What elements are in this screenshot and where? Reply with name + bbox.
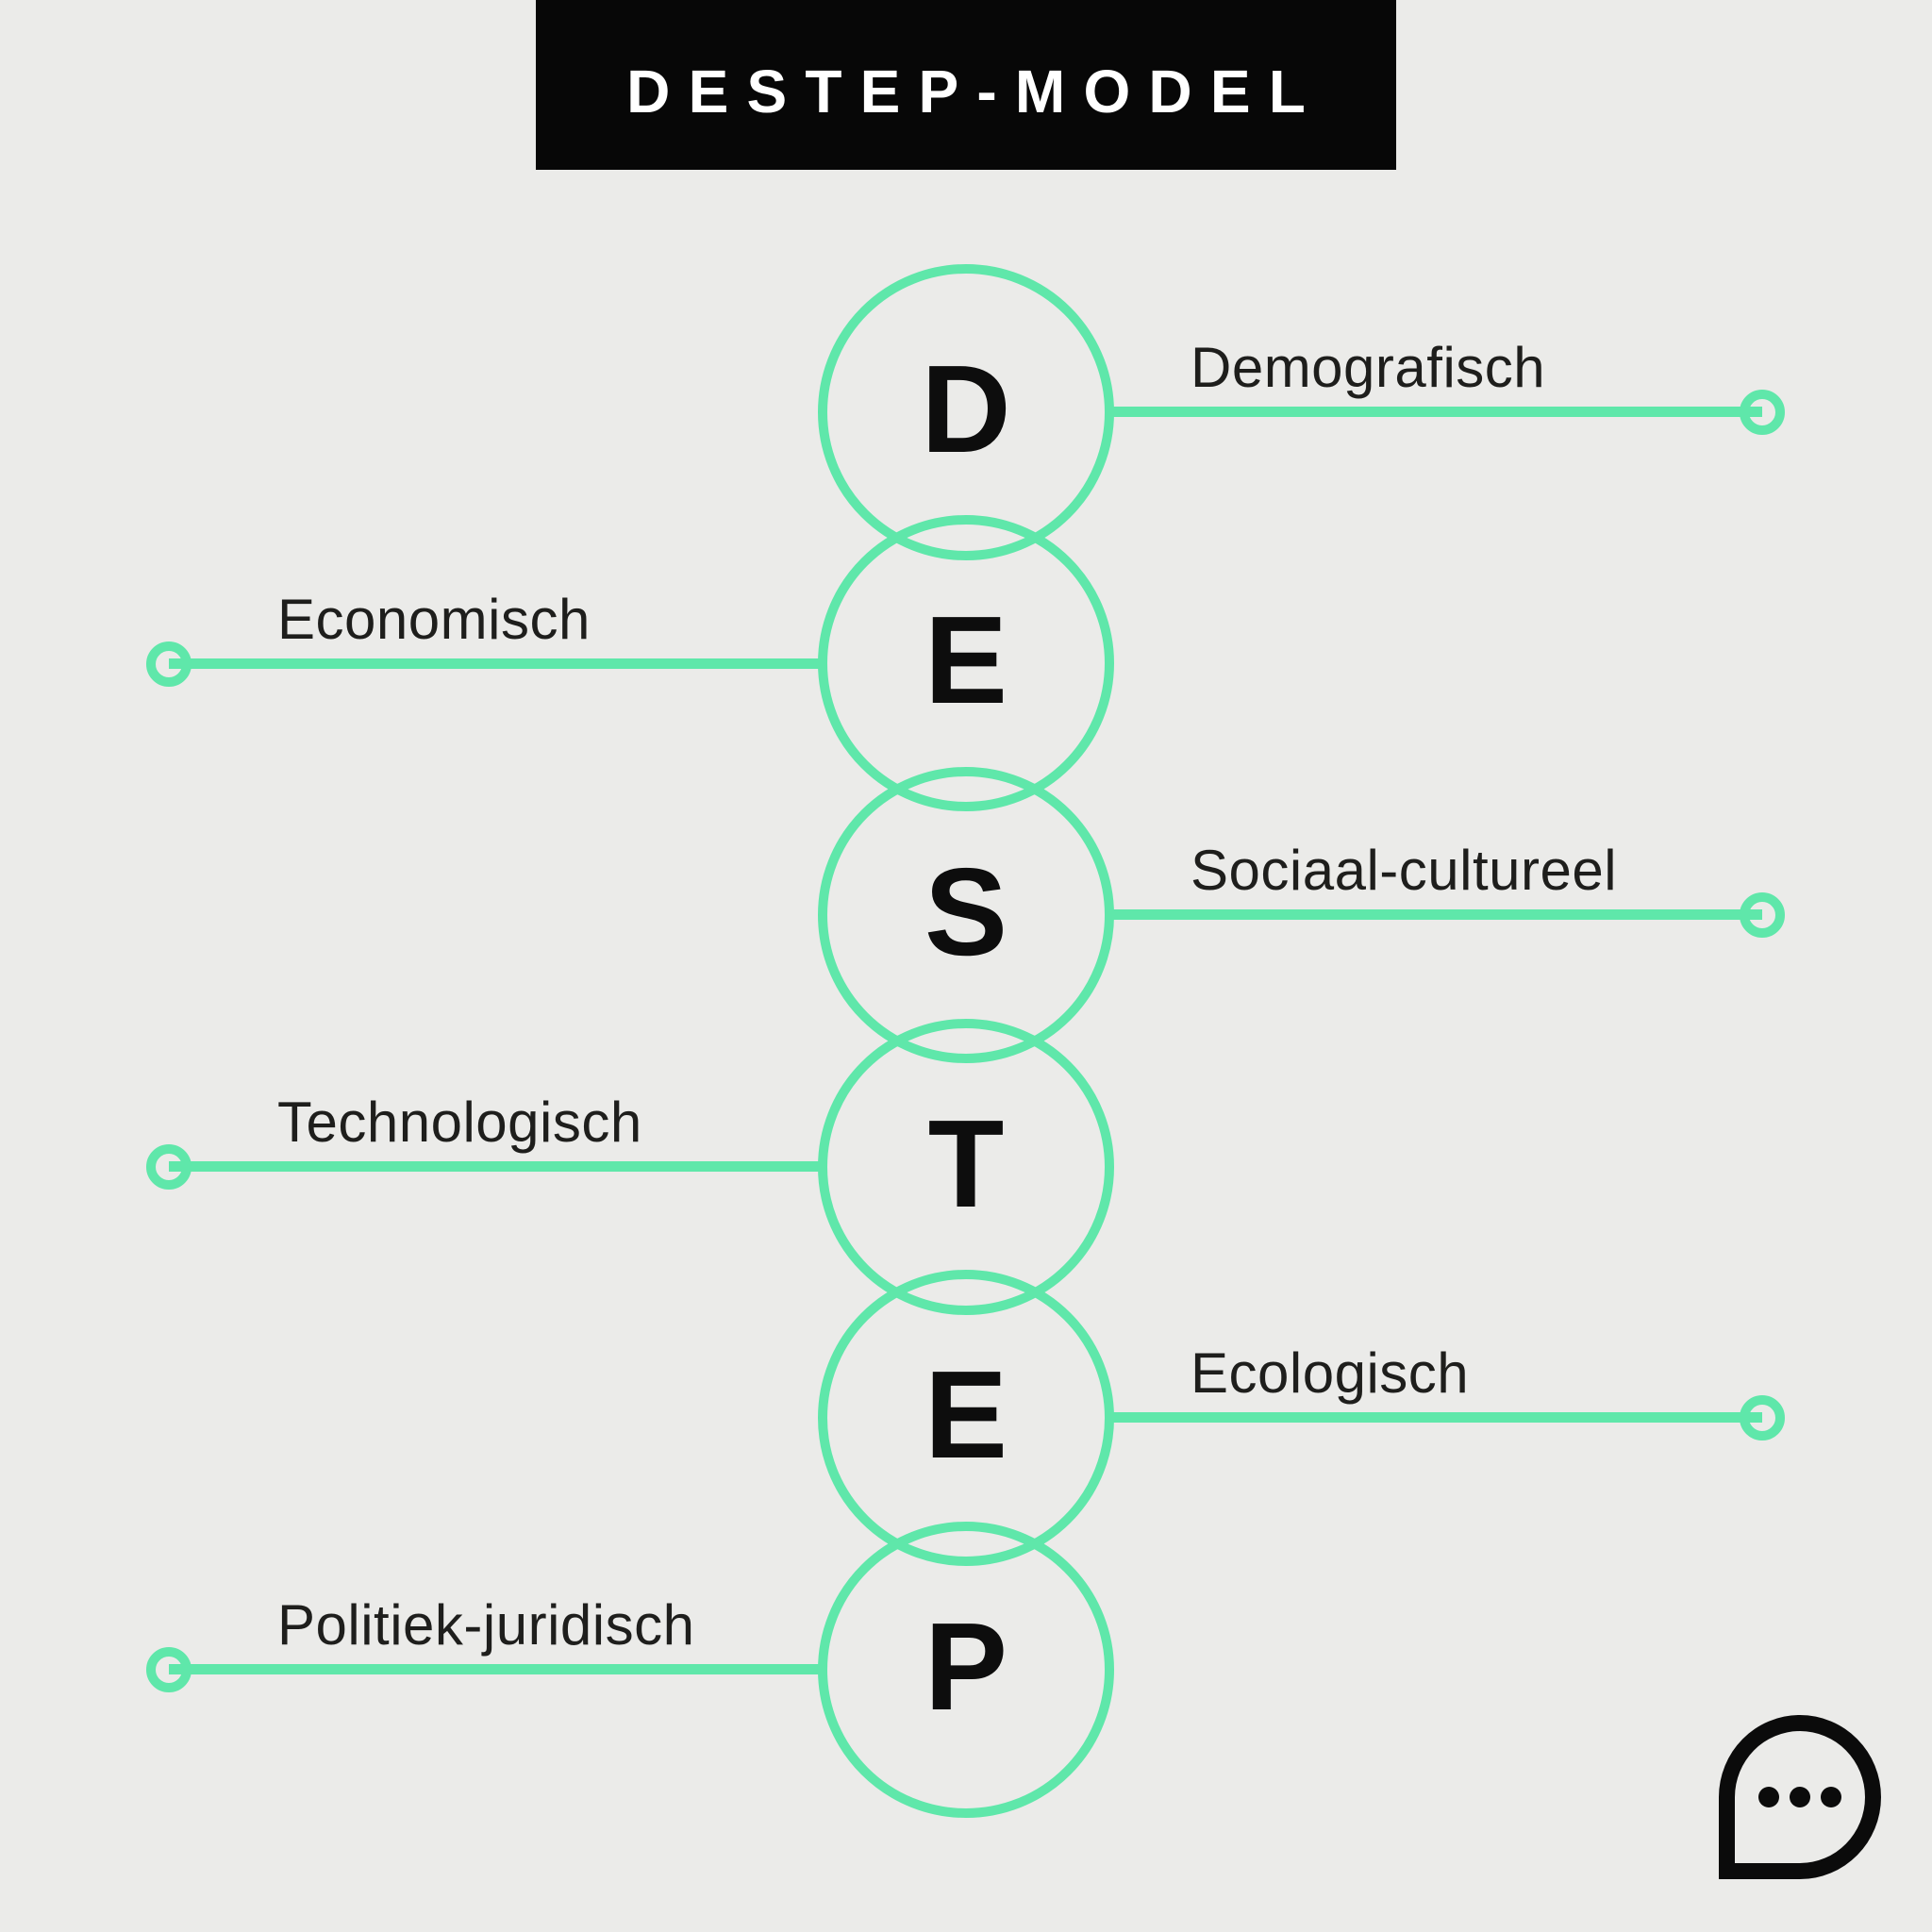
circle-letter: D	[921, 340, 1011, 478]
factor-label-sociaal-cultureel: Sociaal-cultureel	[1191, 839, 1618, 902]
speech-bubble-ellipsis-icon	[1719, 1715, 1881, 1879]
connector-endpoint-ring-icon	[1740, 390, 1785, 435]
circle-letter: E	[924, 1345, 1008, 1484]
connector-line	[1111, 1412, 1762, 1423]
circle-politiek-juridisch: P	[818, 1522, 1114, 1818]
circle-letter: S	[924, 842, 1008, 981]
factor-label-technologisch: Technologisch	[277, 1091, 642, 1154]
factor-label-demografisch: Demografisch	[1191, 336, 1546, 399]
connector-line	[169, 1664, 819, 1674]
page-title: DESTEP-MODEL	[626, 58, 1324, 125]
connector-line	[1111, 407, 1762, 417]
logo-dot	[1821, 1787, 1841, 1807]
factor-label-economisch: Economisch	[277, 588, 591, 651]
connector-line	[169, 1161, 819, 1172]
factor-label-politiek-juridisch: Politiek-juridisch	[277, 1593, 695, 1657]
connector-line	[169, 658, 819, 669]
circle-letter: E	[924, 591, 1008, 729]
logo-dot	[1790, 1787, 1810, 1807]
connector-endpoint-ring-icon	[146, 1647, 192, 1692]
circle-letter: P	[924, 1597, 1008, 1736]
connector-endpoint-ring-icon	[146, 641, 192, 687]
title-banner: DESTEP-MODEL	[536, 0, 1396, 170]
connector-endpoint-ring-icon	[146, 1144, 192, 1190]
circle-letter: T	[927, 1094, 1005, 1233]
connector-endpoint-ring-icon	[1740, 1395, 1785, 1441]
connector-line	[1111, 909, 1762, 920]
connector-endpoint-ring-icon	[1740, 892, 1785, 938]
logo-dot	[1758, 1787, 1779, 1807]
factor-label-ecologisch: Ecologisch	[1191, 1341, 1470, 1405]
